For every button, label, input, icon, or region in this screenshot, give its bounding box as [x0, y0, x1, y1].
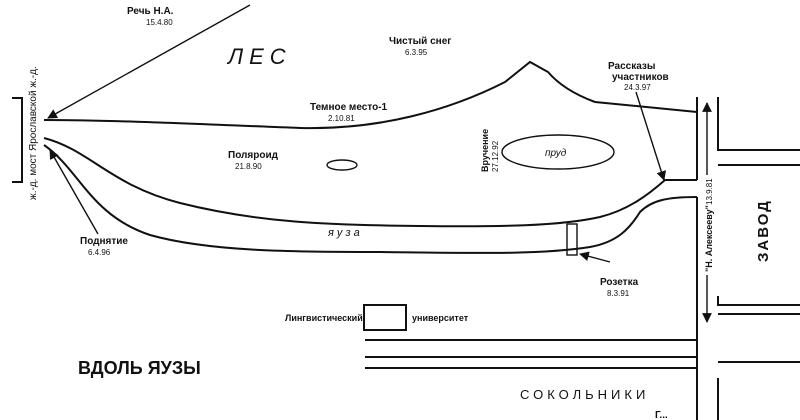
- event-polaroid-date: 21.8.90: [235, 162, 262, 171]
- small-lake: [326, 159, 358, 171]
- river-north-bank: [43, 137, 697, 228]
- university-building: [363, 304, 407, 331]
- event-rozetka-name: Розетка: [600, 277, 639, 288]
- street-date-label: 13.9.81: [705, 178, 714, 205]
- arrow-rasskazy: [635, 91, 666, 181]
- district-label: СОКОЛЬНИКИ: [520, 387, 649, 402]
- arrow-rech: [47, 4, 251, 119]
- event-vruchenie-name: Вручение: [480, 129, 490, 172]
- event-snow-date: 6.3.95: [405, 48, 428, 57]
- event-rozetka-date: 8.3.91: [607, 289, 630, 298]
- pond-label: пруд: [545, 148, 567, 159]
- event-rasskazy-date: 24.3.97: [624, 83, 651, 92]
- event-vruchenie-date: 27.12.92: [491, 140, 500, 172]
- rozetka-bridge: [566, 223, 578, 256]
- arrow-podnyatie: [49, 149, 99, 235]
- event-snow-name: Чистый снег: [389, 36, 451, 47]
- event-dark-place-date: 2.10.81: [328, 114, 355, 123]
- street-east-edge: [717, 97, 800, 151]
- arrow-rozetka: [579, 251, 611, 263]
- river-south-bank: [43, 144, 698, 254]
- university-label-left: Лингвистический: [285, 313, 363, 323]
- river-label: я у з а: [327, 227, 360, 239]
- event-rech-date: 15.4.80: [146, 18, 173, 27]
- event-rasskazy-line2: участников: [612, 72, 669, 83]
- event-podnyatie-name: Поднятие: [80, 236, 128, 247]
- factory-edge-lower: [717, 296, 800, 306]
- event-rech-name: Речь Н.А.: [127, 6, 174, 17]
- event-rasskazy-line1: Рассказы: [608, 61, 655, 72]
- event-dark-place-name: Темное место-1: [310, 102, 388, 113]
- forest-edge-line: [43, 60, 698, 130]
- railway-bridge-bracket: [12, 97, 23, 183]
- bottom-fragment-label: Г...: [655, 410, 668, 420]
- map-title: ВДОЛЬ ЯУЗЫ: [78, 358, 201, 378]
- pond: [501, 134, 615, 170]
- event-podnyatie-date: 6.4.96: [88, 248, 111, 257]
- forest-label: ЛЕС: [226, 44, 292, 69]
- railway-bridge-label: ж.-д. мост Ярославской ж.-д.: [28, 66, 39, 200]
- factory-label: ЗАВОД: [755, 199, 772, 262]
- street-label: "Н. Алексееву": [704, 205, 714, 272]
- university-label-right: университет: [412, 313, 469, 323]
- event-polaroid-name: Поляроид: [228, 150, 279, 161]
